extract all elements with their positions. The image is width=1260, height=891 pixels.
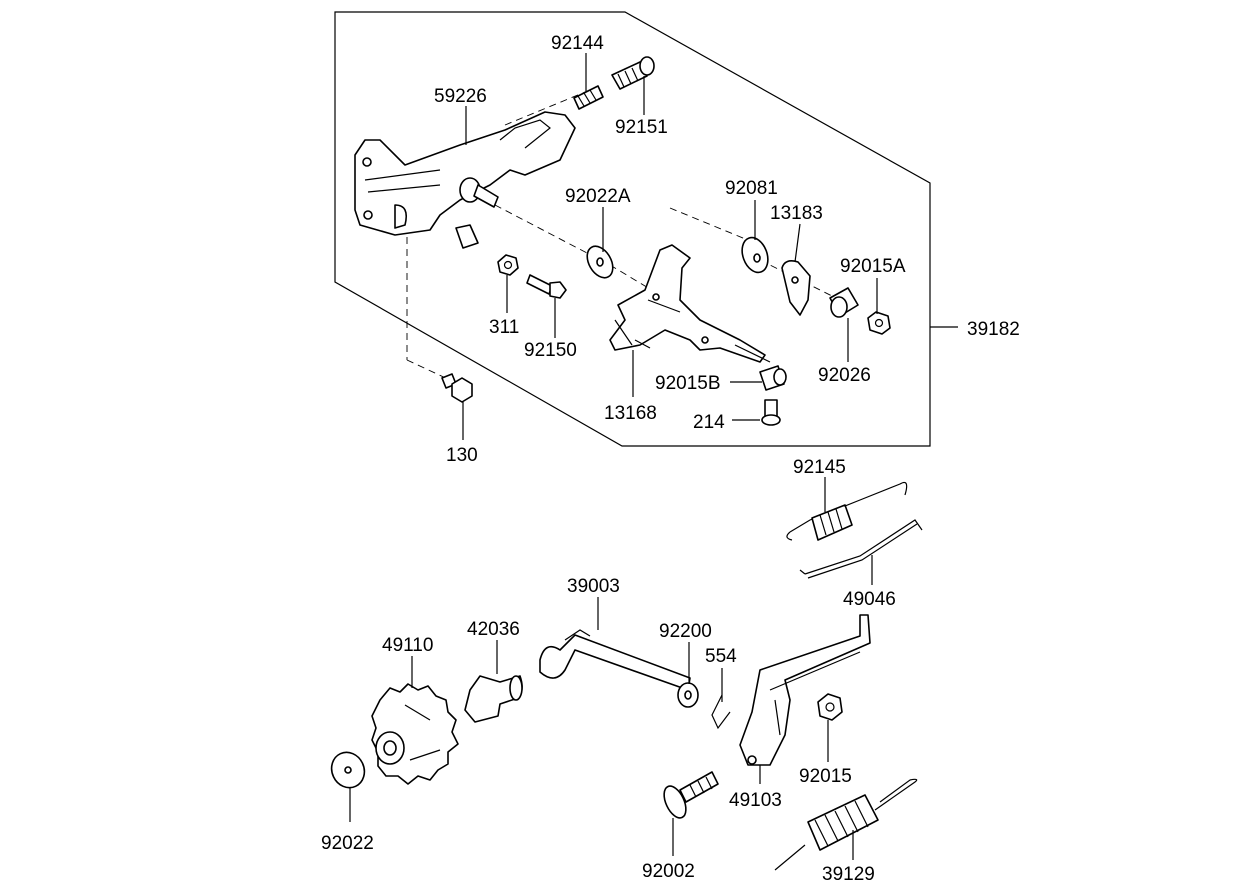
nut-311 [497,254,519,276]
label-92151: 92151 [615,117,668,138]
label-13183: 13183 [770,203,823,224]
spring-39129 [774,778,918,871]
label-92144: 92144 [551,33,604,54]
bolt-130 [441,373,473,403]
label-92015: 92015 [799,766,852,787]
label-92145: 92145 [793,457,846,478]
label-59226: 59226 [434,86,487,107]
stud [459,177,499,208]
sleeve-92015b [759,365,787,391]
washer-92022a [586,245,614,279]
label-13168: 13168 [604,403,657,424]
spring-92145 [786,481,908,541]
label-49110: 49110 [382,635,433,656]
bracket-42036 [464,675,523,723]
label-92200: 92200 [659,621,712,642]
nut-92015a [867,311,891,335]
plate-13183 [781,260,811,316]
label-92022: 92022 [321,833,374,854]
label-214: 214 [693,412,725,433]
label-49046: 49046 [843,589,896,610]
label-92015b: 92015B [655,373,721,394]
washer-92200 [677,682,699,708]
label-130: 130 [446,445,478,466]
gear-49110 [371,683,459,785]
collar-92026 [829,287,859,318]
spring-92144 [573,85,604,110]
label-39129: 39129 [822,864,875,885]
lever-13168 [609,244,771,363]
washer-92081 [741,236,769,274]
bracket-59226 [354,111,576,249]
bolt-92002 [663,771,719,819]
rod-49046 [799,519,923,579]
washer-92022 [330,751,366,789]
label-554: 554 [705,646,737,667]
label-92002: 92002 [642,861,695,882]
leader-lines [349,53,878,860]
label-42036: 42036 [467,619,520,640]
lever-49103 [739,614,871,766]
part-labels: 92144 59226 92151 92022A 92081 13183 920… [321,33,1020,885]
label-92026: 92026 [818,365,871,386]
screw-214 [761,399,781,426]
label-92081: 92081 [725,178,778,199]
label-39003: 39003 [567,576,620,597]
label-92150: 92150 [524,340,577,361]
assembly-outline [334,11,931,447]
label-49103: 49103 [729,790,782,811]
screw-92150 [526,274,567,299]
label-311: 311 [489,317,519,338]
clip-554 [711,694,731,730]
label-92015a: 92015A [840,256,906,277]
nut-92015 [817,693,843,721]
label-39182: 39182 [967,319,1020,340]
screw-92151 [611,56,655,90]
label-92022a: 92022A [565,186,631,207]
